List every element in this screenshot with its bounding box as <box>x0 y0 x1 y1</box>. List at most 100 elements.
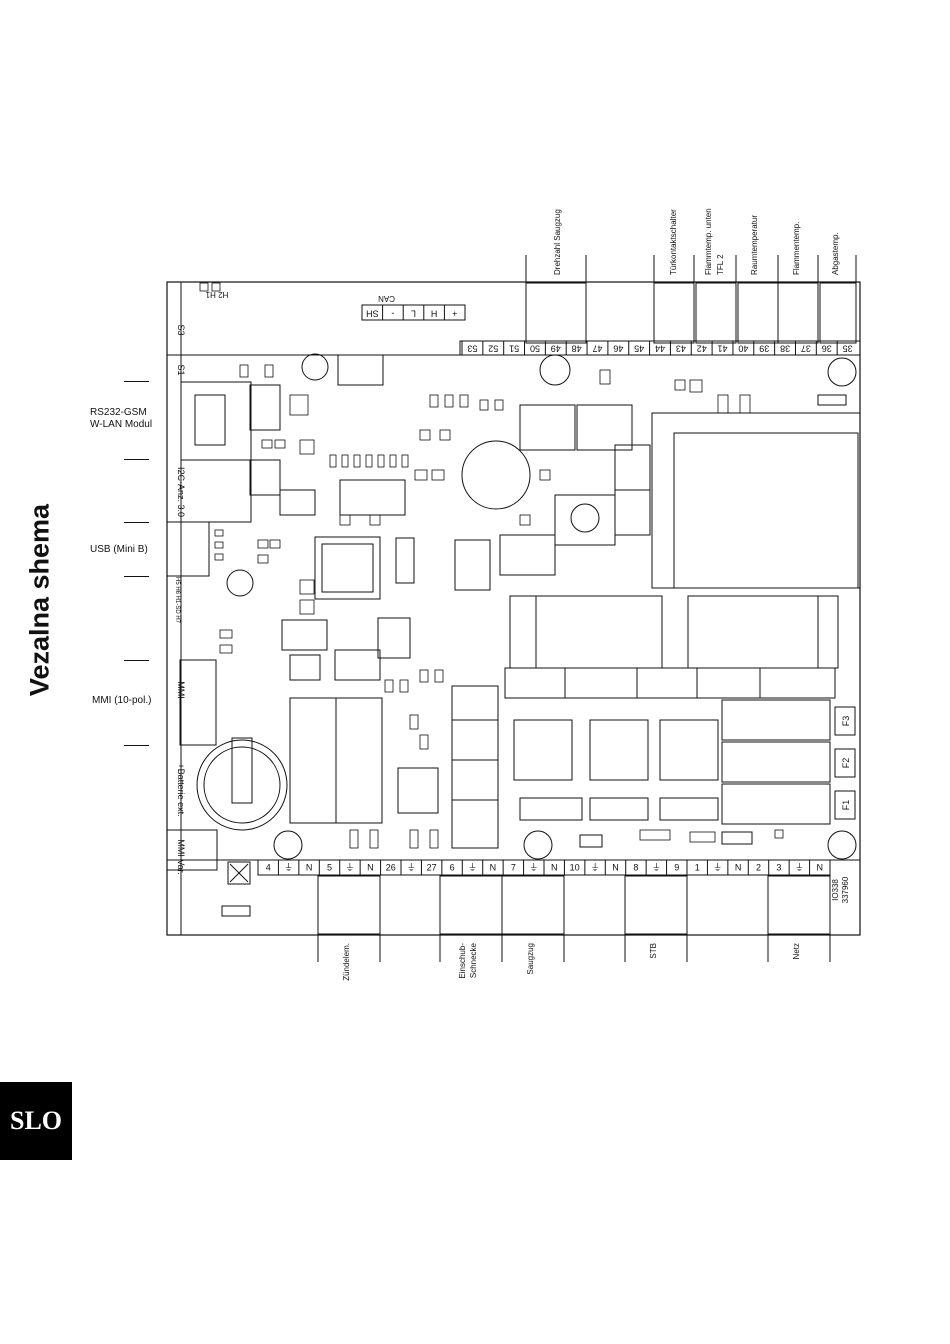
usb-label: USB (Mini B) <box>90 544 148 555</box>
triac-1 <box>513 719 573 781</box>
bottom-terminal-label: 27 <box>427 862 437 872</box>
smd-component <box>401 454 409 468</box>
smd-component <box>377 454 385 468</box>
top-terminal-label: 40 <box>738 344 748 354</box>
smd-component <box>434 669 444 683</box>
can-pin-label: - <box>391 309 394 319</box>
relay-column <box>451 685 499 849</box>
bottom-terminal-label: 7 <box>511 862 516 872</box>
smd-component <box>269 539 281 549</box>
can-pin-label: H <box>431 309 438 319</box>
label-tfl2: TFL 2 <box>716 254 725 275</box>
fuse-f1: F1 <box>841 800 851 811</box>
label-drehzahl-saugzug: Drehzahl Saugzug <box>553 209 562 275</box>
smd-component <box>409 829 419 849</box>
top-terminal-label: 43 <box>676 344 686 354</box>
bottom-terminal-label: 6 <box>450 862 455 872</box>
label-abgastemp: Abgastemp. <box>831 232 840 275</box>
smd-component <box>214 541 224 549</box>
top-terminal-label: 49 <box>551 344 561 354</box>
smd-component <box>429 394 439 408</box>
smd-component <box>257 539 269 549</box>
transformer <box>651 412 861 589</box>
smd-component <box>739 394 751 414</box>
bottom-terminal-label: N <box>551 862 558 872</box>
smd-component <box>414 469 428 481</box>
language-badge: SLO <box>0 1082 72 1160</box>
can-pin-label: + <box>452 309 457 319</box>
smd-component <box>689 831 716 843</box>
bottom-terminal-label: N <box>735 862 742 872</box>
bottom-terminal-label: N <box>490 862 497 872</box>
rs232-connector <box>180 381 252 461</box>
leader-line <box>124 576 149 577</box>
can-label: CAN <box>378 294 395 303</box>
top-terminal-label: 42 <box>697 344 707 354</box>
top-corner-leds: H2 H1 <box>205 290 228 299</box>
bottom-terminal-label: 26 <box>386 862 396 872</box>
smd-component <box>219 629 233 639</box>
leader-line <box>124 459 149 460</box>
can-connector <box>361 304 466 321</box>
can-pin-label: SH <box>366 309 379 319</box>
battery-holder <box>196 739 288 831</box>
smd-component <box>353 454 361 468</box>
small-parts <box>199 282 784 849</box>
bottom-terminal-label: N <box>612 862 619 872</box>
smd-component <box>384 679 394 693</box>
top-terminal-label: 48 <box>572 344 582 354</box>
smd-component <box>409 714 419 730</box>
smd-component <box>439 429 451 441</box>
smd-component <box>257 554 269 564</box>
top-terminal-label: 41 <box>718 344 728 354</box>
top-connector-blocks <box>525 282 857 344</box>
side-label-i2c: I2C-Anz. 3.0 <box>176 467 186 517</box>
mmi-connector <box>179 659 217 746</box>
label-raumtemperatur: Raumtemperatur <box>750 215 759 275</box>
smd-component <box>261 439 273 449</box>
board-id-1: IO338 <box>831 879 840 901</box>
leader-line <box>124 660 149 661</box>
bottom-terminal-label: 5 <box>327 862 332 872</box>
smd-component <box>639 829 671 841</box>
smd-component <box>299 579 315 595</box>
bottom-terminal-label: N <box>367 862 374 872</box>
board-outline <box>166 281 861 936</box>
smd-component <box>774 829 784 839</box>
smd-component <box>539 469 551 481</box>
smd-component <box>419 669 429 683</box>
smd-component <box>274 439 286 449</box>
smd-component <box>199 282 209 292</box>
triac-3 <box>659 719 719 781</box>
top-terminal-label: 45 <box>634 344 644 354</box>
bottom-terminal-label: ⏚ <box>795 862 804 872</box>
smd-component <box>365 454 373 468</box>
bottom-terminal-label: ⏚ <box>407 862 416 872</box>
smd-component <box>264 364 274 378</box>
smd-component <box>289 394 309 416</box>
smd-component <box>369 829 379 849</box>
label-schnecke: Schnecke <box>469 942 478 978</box>
smd-component <box>341 454 349 468</box>
top-terminal-label: 35 <box>843 344 853 354</box>
top-terminal-label: 51 <box>509 344 519 354</box>
bottom-terminal-label: 4 <box>266 862 271 872</box>
bottom-terminal-label: 1 <box>695 862 700 872</box>
mmi-label: MMI (10-pol.) <box>92 695 152 706</box>
bottom-terminal-label: ⏚ <box>468 862 477 872</box>
bottom-terminal-label: ⏚ <box>284 862 293 872</box>
triac-2 <box>589 719 649 781</box>
smd-component <box>431 469 445 481</box>
side-label-s3: S3 <box>176 324 186 335</box>
leader-line <box>124 745 149 746</box>
smd-component <box>429 829 439 849</box>
smd-component <box>444 394 454 408</box>
smd-component <box>519 514 531 526</box>
smd-component <box>299 599 315 615</box>
bottom-terminal-label: N <box>817 862 824 872</box>
rs232-label: RS232-GSM <box>90 407 147 418</box>
relay-strip <box>504 667 836 699</box>
smd-component <box>211 282 221 292</box>
smd-component <box>339 514 351 526</box>
leader-line <box>124 381 149 382</box>
